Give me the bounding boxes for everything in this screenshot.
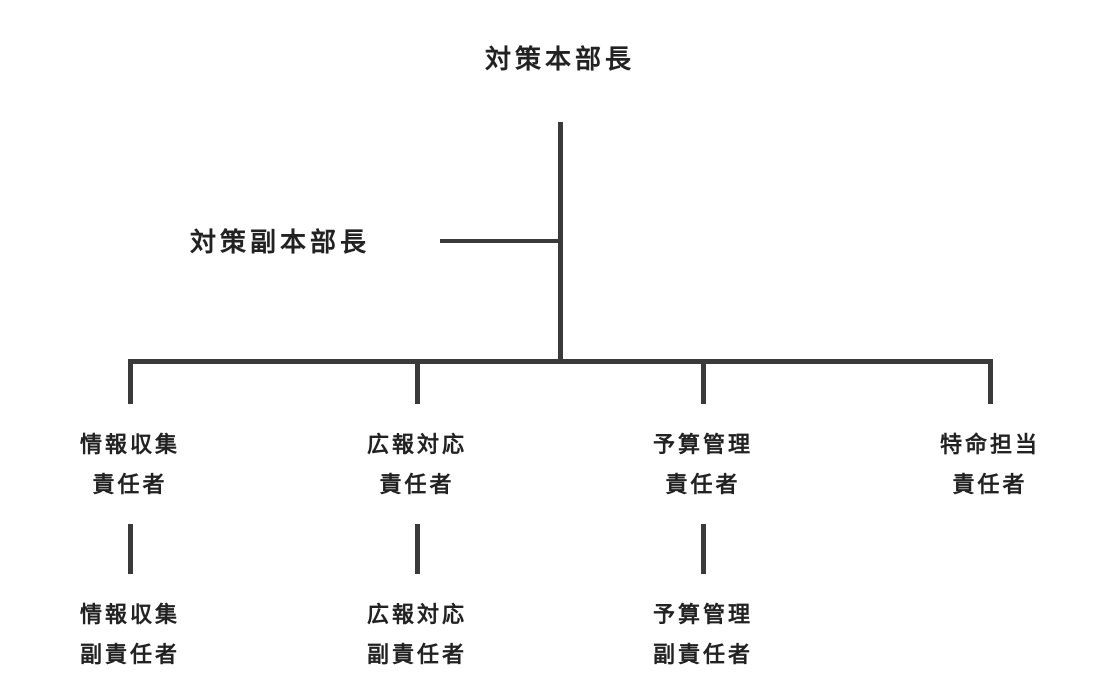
- root-node: 対策本部長: [484, 45, 635, 75]
- drop-line-3: [701, 359, 706, 404]
- deputy-node-1: 情報収集 副責任者: [40, 596, 220, 676]
- lead-node-3-line1: 予算管理: [652, 433, 753, 458]
- drop-line-4: [988, 359, 993, 404]
- lead-node-2-line1: 広報対応: [366, 433, 467, 458]
- lead-node-1: 情報収集 責任者: [40, 426, 220, 506]
- lead-node-4-line1: 特命担当: [939, 433, 1040, 458]
- deputy-node-2-line1: 広報対応: [366, 603, 467, 628]
- deputy-node-2: 広報対応 副責任者: [327, 596, 507, 676]
- sub-connector-3: [701, 524, 706, 574]
- lead-node-2: 広報対応 責任者: [327, 426, 507, 506]
- deputy-node-2-line2: 副責任者: [366, 643, 467, 668]
- lead-node-3-line2: 責任者: [665, 473, 741, 498]
- deputy-node-1-line1: 情報収集: [79, 603, 180, 628]
- lead-node-1-line1: 情報収集: [79, 433, 180, 458]
- lead-node-4: 特命担当 責任者: [900, 426, 1080, 506]
- deputy-head-node: 対策副本部長: [189, 228, 370, 258]
- sub-connector-2: [415, 524, 420, 574]
- deputy-node-1-line2: 副責任者: [79, 643, 180, 668]
- deputy-node-3-line1: 予算管理: [652, 603, 753, 628]
- drop-line-1: [128, 359, 133, 404]
- trunk-line: [558, 122, 563, 362]
- lead-node-3: 予算管理 責任者: [613, 426, 793, 506]
- lead-node-1-line2: 責任者: [92, 473, 168, 498]
- lead-node-4-line2: 責任者: [952, 473, 1028, 498]
- lead-node-2-line2: 責任者: [379, 473, 455, 498]
- branch-bar-line: [128, 359, 993, 364]
- deputy-node-3: 予算管理 副責任者: [613, 596, 793, 676]
- deputy-node-3-line2: 副責任者: [652, 643, 753, 668]
- sub-connector-1: [128, 524, 133, 574]
- drop-line-2: [415, 359, 420, 404]
- deputy-connector-line: [440, 239, 560, 243]
